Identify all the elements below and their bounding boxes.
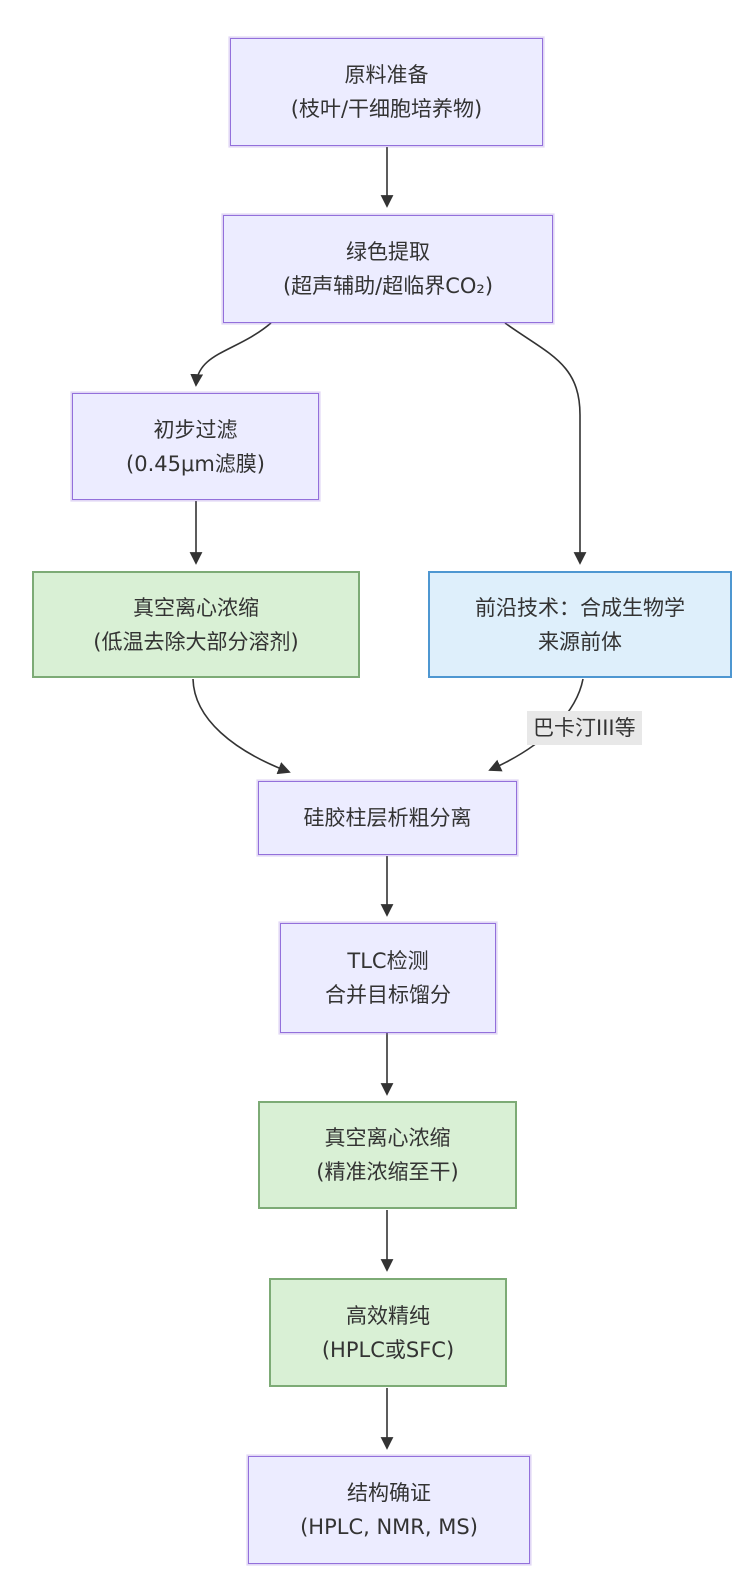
node-tlc-check: TLC检测 合并目标馏分 [280,923,496,1033]
node-synthetic-biology: 前沿技术：合成生物学 来源前体 [428,571,732,678]
node-raw-material: 原料准备 (枝叶/干细胞培养物) [230,38,543,146]
node-vacuum-concentrate-2: 真空离心浓缩 (精准浓缩至干) [258,1101,517,1209]
edge-extract-to-synbio [504,322,587,565]
node-vacuum-concentrate-2-label: 真空离心浓缩 [324,1126,451,1150]
node-tlc-check-sublabel: 合并目标馏分 [325,983,451,1007]
node-silica-column-label: 硅胶柱层析粗分离 [303,806,472,830]
node-raw-material-sublabel: (枝叶/干细胞培养物) [290,97,483,121]
node-synthetic-biology-sublabel: 来源前体 [538,629,622,654]
edge-label-baccatin: 巴卡汀III等 [527,711,642,745]
node-vacuum-concentrate-1-label: 真空离心浓缩 [133,595,259,620]
node-tlc-check-label: TLC检测 [347,949,429,973]
node-green-extract-sublabel: (超声辅助/超临界CO₂) [282,274,494,298]
node-pre-filter-label: 初步过滤 [153,417,238,442]
node-vacuum-concentrate-2-sublabel: (精准浓缩至干) [316,1160,459,1184]
node-structure-confirm-sublabel: (HPLC, NMR, MS) [300,1515,478,1539]
node-hplc-purify-label: 高效精纯 [346,1303,430,1328]
node-vacuum-concentrate-1: 真空离心浓缩 (低温去除大部分溶剂) [32,571,360,678]
node-pre-filter-sublabel: (0.45μm滤膜) [126,451,265,476]
node-green-extract: 绿色提取 (超声辅助/超临界CO₂) [223,215,553,323]
edge-extract-to-filter [190,322,272,387]
edge-vacuum1-to-silica [192,678,291,775]
node-hplc-purify: 高效精纯 (HPLC或SFC) [269,1278,507,1387]
node-raw-material-label: 原料准备 [344,63,429,87]
node-vacuum-concentrate-1-sublabel: (低温去除大部分溶剂) [93,629,299,654]
node-structure-confirm-label: 结构确证 [347,1481,431,1505]
node-pre-filter: 初步过滤 (0.45μm滤膜) [72,393,319,500]
node-silica-column: 硅胶柱层析粗分离 [258,781,517,855]
node-hplc-purify-sublabel: (HPLC或SFC) [321,1337,455,1362]
node-green-extract-label: 绿色提取 [346,240,430,264]
node-structure-confirm: 结构确证 (HPLC, NMR, MS) [248,1456,530,1564]
node-synthetic-biology-label: 前沿技术：合成生物学 [475,595,685,620]
